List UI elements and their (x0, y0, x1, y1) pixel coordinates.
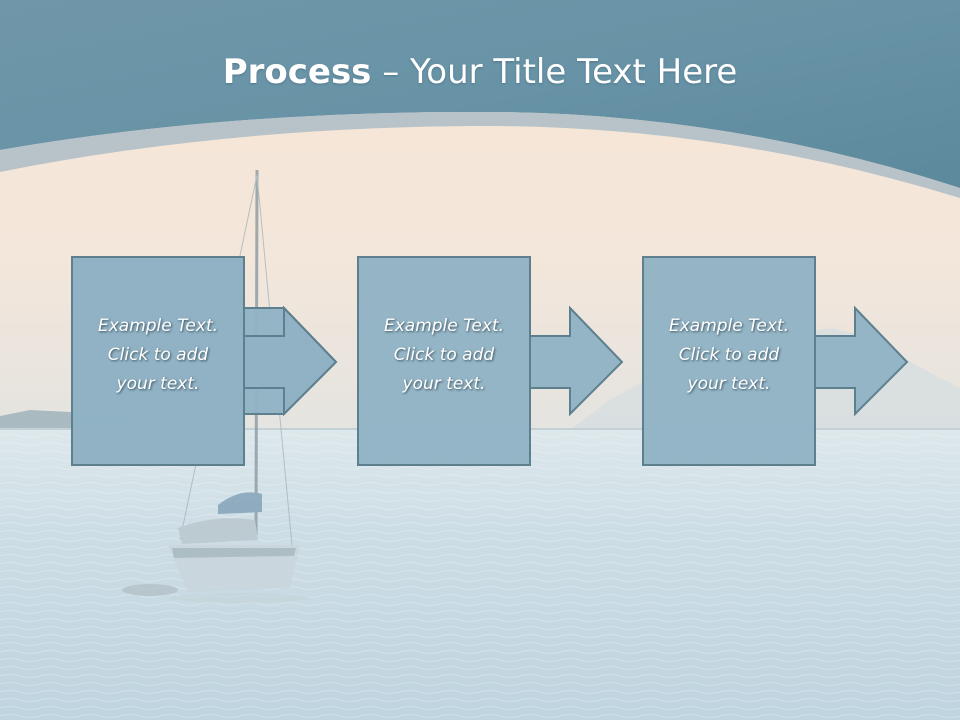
sea-waves (0, 428, 960, 720)
step-3-line-3: your text. (687, 374, 771, 394)
step-3-shape (642, 256, 909, 466)
step-2-line-1: Example Text. (383, 316, 505, 336)
step-3-text[interactable]: Example Text. Click to add your text. (644, 312, 814, 399)
step-3-line-2: Click to add (678, 345, 780, 365)
title-bold: Process (222, 52, 372, 92)
step-1-line-3: your text. (116, 374, 200, 394)
step-1-text[interactable]: Example Text. Click to add your text. (73, 312, 243, 399)
step-2-line-2: Click to add (393, 345, 495, 365)
step-2-text[interactable]: Example Text. Click to add your text. (359, 312, 529, 399)
step-1-shape (71, 256, 338, 466)
step-1-line-2: Click to add (107, 345, 209, 365)
process-step-3[interactable]: Example Text. Click to add your text. (642, 256, 960, 468)
header-band (0, 0, 960, 188)
step-2-line-3: your text. (402, 374, 486, 394)
step-1-line-1: Example Text. (97, 316, 219, 336)
process-step-1[interactable]: Example Text. Click to add your text. (71, 256, 411, 468)
process-step-2[interactable]: Example Text. Click to add your text. (357, 256, 697, 468)
header-arc (0, 111, 960, 198)
step-2-shape (357, 256, 624, 466)
title-rest: – Your Title Text Here (371, 52, 738, 92)
slide-title[interactable]: Process – Your Title Text Here (0, 52, 960, 92)
step-3-line-1: Example Text. (668, 316, 790, 336)
